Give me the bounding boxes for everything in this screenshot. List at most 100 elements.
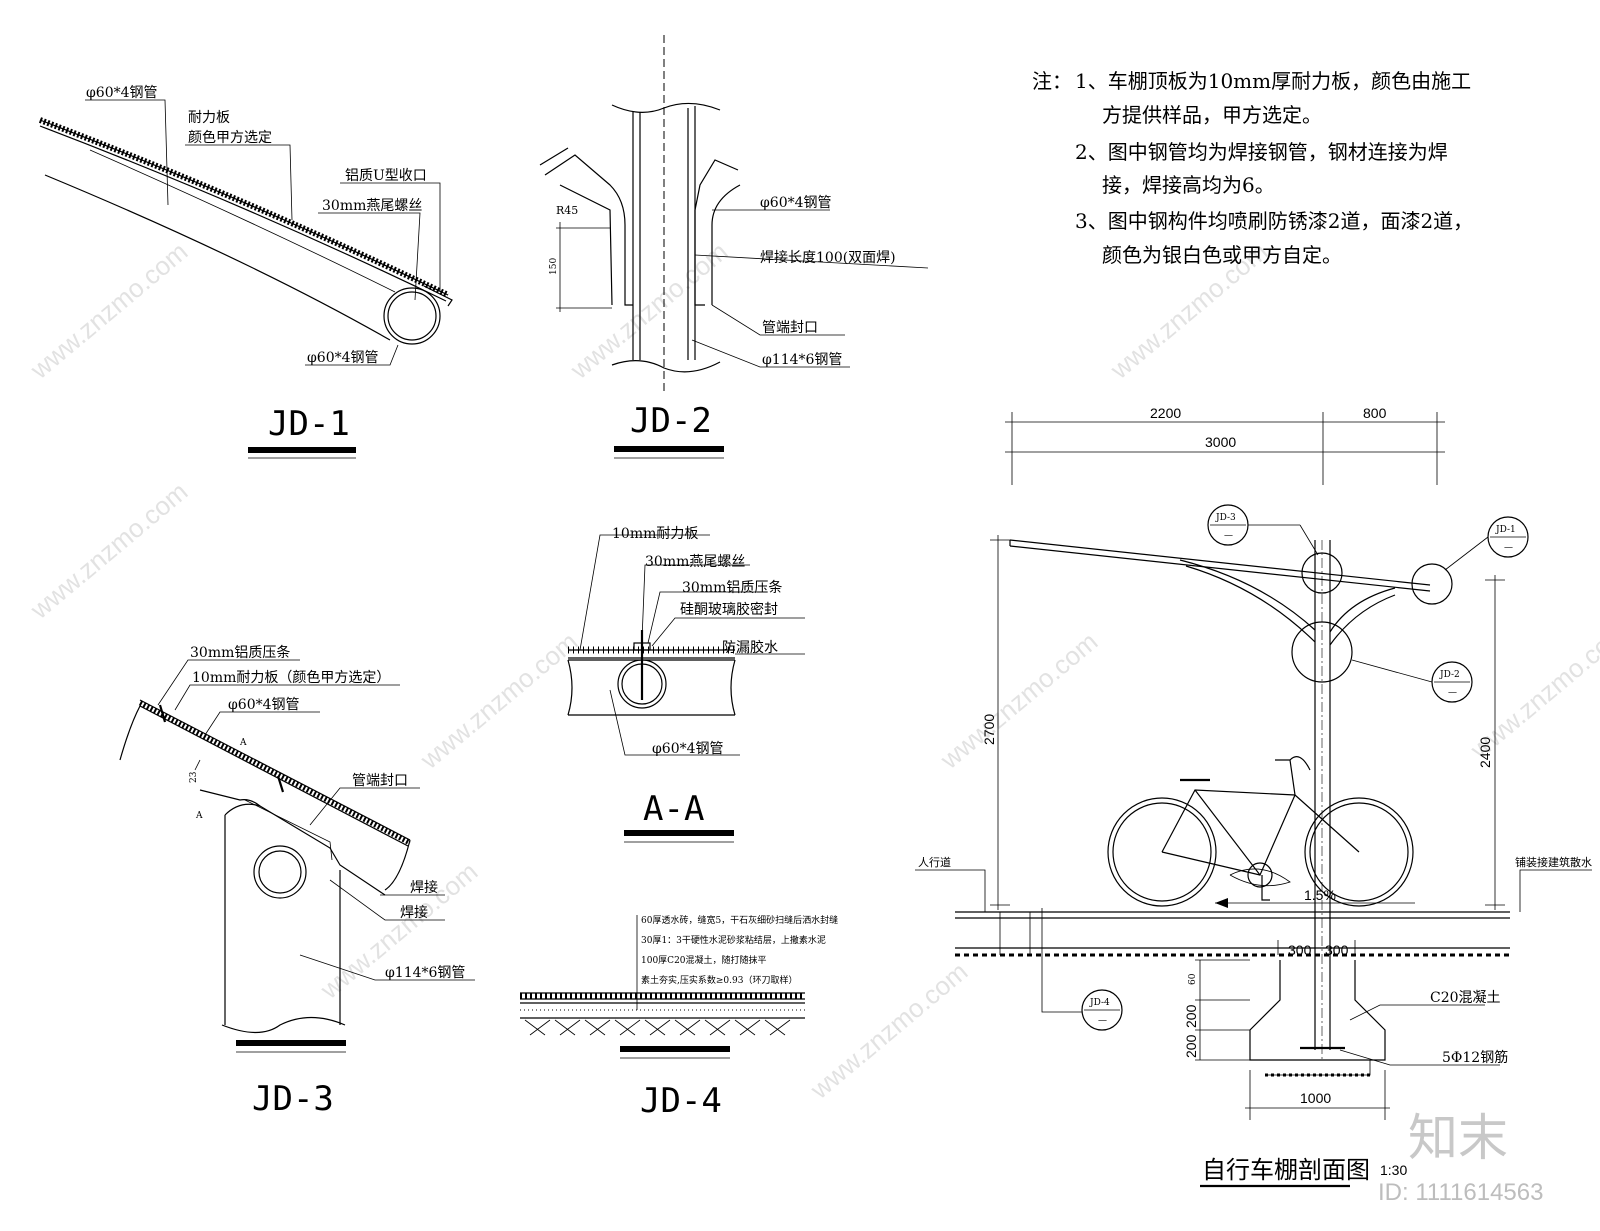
jd1-board-label: 耐力板 [188, 110, 230, 126]
dim-300b: 300 [1325, 942, 1349, 958]
dim-300a: 300 [1288, 942, 1312, 958]
tag-jd2-dash: — [1448, 688, 1457, 698]
jd4-title: JD-4 [640, 1081, 722, 1121]
walkway-label: 人行道 [918, 855, 951, 869]
watermark-text: www.znzmo.com [314, 856, 483, 1005]
section-scale: 1:30 [1380, 1162, 1407, 1178]
notes-block: 注： 1、车棚顶板为10mm厚耐力板，颜色由施工 方提供样品，甲方选定。 2、图… [1032, 69, 1473, 267]
detail-jd2: R45 150 φ60*4钢管 焊接长度100(双面焊) 管端封口 φ114*6… [539, 35, 929, 459]
jd4-title-bar [620, 1046, 730, 1052]
tag-jd1: JD-1 — [1444, 516, 1529, 571]
tag-jd3: JD-3 — [1207, 504, 1319, 556]
jd2-dim-150: 150 [549, 258, 559, 275]
tag-jd3-text: JD-3 [1215, 513, 1236, 523]
aa-title: A-A [643, 789, 704, 829]
dim-1000: 1000 [1300, 1090, 1331, 1106]
dim-2200: 2200 [1150, 405, 1181, 421]
dim-200a: 200 [1183, 1004, 1199, 1028]
watermark-text: www.znzmo.com [934, 626, 1103, 775]
bicycle-drawing [1107, 756, 1414, 907]
jd2-column-label: φ114*6钢管 [762, 352, 842, 368]
jd3-pipe-label: φ60*4钢管 [228, 697, 300, 713]
jd3-board-label: 10mm耐力板（颜色甲方选定） [192, 669, 390, 686]
watermark-text: www.znzmo.com [24, 476, 193, 625]
aa-screw-label: 30mm燕尾螺丝 [645, 554, 745, 570]
drain-label: 铺装接建筑散水 [1515, 855, 1592, 869]
jd3-title: JD-3 [252, 1079, 334, 1119]
jd3-strip-label: 30mm铝质压条 [190, 644, 290, 661]
note-1a: 1、车棚顶板为10mm厚耐力板，颜色由施工 [1075, 69, 1471, 93]
jd4-layer2: 30厚1：3干硬性水泥砂浆粘结层，上撒素水泥 [641, 934, 826, 946]
tag-jd4: JD-4 — [1041, 908, 1123, 1031]
tag-jd2: JD-2 — [1351, 659, 1473, 703]
concrete-label: C20混凝土 [1430, 990, 1501, 1006]
note-1b: 方提供样品，甲方选定。 [1102, 103, 1322, 127]
section-title: 自行车棚剖面图 [1202, 1156, 1370, 1184]
brand-logo: 知末 [1408, 1109, 1508, 1167]
jd3-cut-a1: A [239, 738, 247, 748]
dim-60: 60 [1188, 973, 1198, 985]
jd3-weld2-label: 焊接 [400, 904, 428, 921]
jd2-weld-label: 焊接长度100(双面焊) [760, 249, 896, 266]
aa-title-bar [624, 830, 734, 836]
dim-3000: 3000 [1205, 434, 1236, 450]
jd4-layer4: 素土夯实,压实系数≥0.93（环刀取样） [641, 974, 797, 986]
jd1-title-bar [248, 447, 356, 453]
note-3a: 3、图中钢构件均喷刷防锈漆2道，面漆2道， [1075, 209, 1473, 233]
aa-board-label: 10mm耐力板 [612, 526, 698, 542]
jd1-screw-label: 30mm燕尾螺丝 [322, 198, 422, 214]
jd1-board-color-label: 颜色甲方选定 [188, 129, 272, 146]
watermark-text: www.znzmo.com [564, 236, 733, 385]
note-3b: 颜色为银白色或甲方自定。 [1102, 243, 1342, 267]
dim-2700: 2700 [981, 714, 997, 745]
jd4-layer1: 60厚透水砖，缝宽5，干石灰细砂扫缝后洒水封缝 [641, 914, 838, 926]
jd1-pipe-bottom-label: φ60*4钢管 [307, 350, 379, 366]
watermark-text: www.znzmo.com [24, 236, 193, 385]
tag-jd4-dash: — [1098, 1016, 1107, 1026]
rebar-label: 5Φ12钢筋 [1442, 1049, 1508, 1066]
jd3-title-bar [236, 1040, 346, 1046]
brand-id: ID: 1111614563 [1378, 1179, 1543, 1206]
jd2-radius-label: R45 [556, 204, 578, 217]
watermark-text: www.znzmo.com [804, 956, 973, 1105]
section-jd2-callout-circle [1291, 621, 1353, 683]
jd1-title: JD-1 [268, 404, 350, 444]
slope-label: 1.5% [1304, 887, 1336, 903]
note-2b: 接，焊接高均为6。 [1102, 173, 1275, 197]
detail-aa: 10mm耐力板 30mm燕尾螺丝 30mm铝质压条 硅酮玻璃胶密封 防漏胶水 φ… [567, 526, 805, 843]
jd3-dim: 23 [189, 771, 199, 783]
jd3-weld1-label: 焊接 [410, 879, 438, 896]
aa-strip-label: 30mm铝质压条 [682, 579, 782, 596]
brand-watermark: 知末 ID: 1111614563 [1378, 1109, 1543, 1206]
jd3-column-label: φ114*6钢管 [385, 965, 465, 981]
aa-glue-label: 防漏胶水 [722, 639, 778, 656]
section-drawing: 2200 800 3000 JD-3 — JD [915, 405, 1592, 1188]
jd2-pipe-label: φ60*4钢管 [760, 195, 832, 211]
jd2-title-bar [614, 446, 724, 452]
dim-800: 800 [1363, 405, 1387, 421]
note-2a: 2、图中钢管均为焊接钢管，钢材连接为焊 [1075, 140, 1448, 164]
detail-jd4: 60厚透水砖，缝宽5，干石灰细砂扫缝后洒水封缝 30厚1：3干硬性水泥砂浆粘结层… [520, 914, 838, 1121]
detail-jd1: φ60*4钢管 耐力板 颜色甲方选定 铝质U型收口 30mm燕尾螺丝 φ60*4… [38, 85, 453, 459]
section-jd3-callout-circle [1301, 552, 1343, 594]
aa-pipe-label: φ60*4钢管 [652, 741, 724, 757]
tag-jd1-text: JD-1 [1495, 525, 1516, 535]
watermark-text: www.znzmo.com [414, 626, 583, 775]
dim-200b: 200 [1183, 1034, 1199, 1058]
tag-jd3-dash: — [1224, 531, 1233, 541]
jd2-title: JD-2 [630, 401, 712, 441]
tag-jd2-text: JD-2 [1439, 670, 1460, 680]
jd1-u-edge-label: 铝质U型收口 [345, 168, 427, 184]
jd2-cap-label: 管端封口 [762, 320, 818, 336]
jd1-pipe-top-label: φ60*4钢管 [86, 85, 158, 101]
jd3-cut-a2: A [195, 811, 203, 821]
detail-jd3: A A 23 30mm铝质压条 10mm耐力板（颜色甲方选定） φ60*4钢管 … [119, 644, 475, 1119]
jd4-layer3: 100厚C20混凝土，随打随抹平 [641, 954, 767, 966]
jd3-cap-label: 管端封口 [352, 773, 408, 789]
tag-jd4-text: JD-4 [1089, 998, 1110, 1008]
aa-seal-label: 硅酮玻璃胶密封 [680, 601, 778, 618]
notes-prefix: 注： [1032, 69, 1072, 93]
section-jd1-callout-circle [1411, 563, 1453, 605]
tag-jd1-dash: — [1504, 543, 1513, 553]
